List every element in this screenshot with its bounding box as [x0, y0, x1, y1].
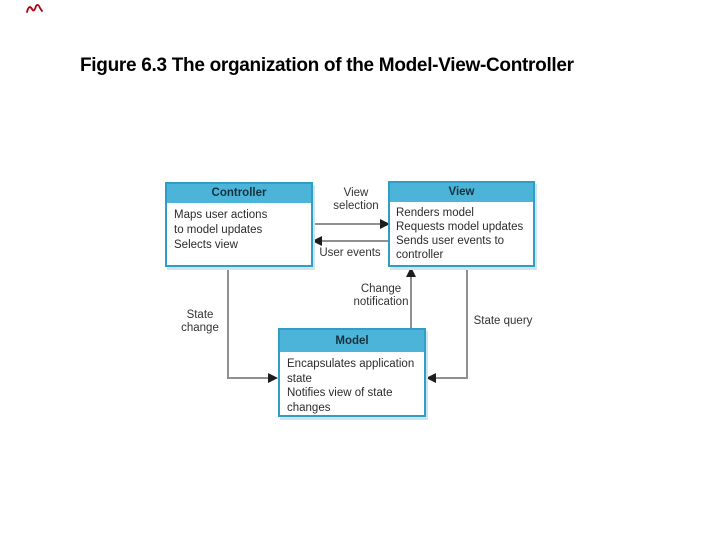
node-model-body: Encapsulates application state Notifies …: [280, 354, 424, 415]
body-line: state: [287, 372, 312, 385]
body-line: Encapsulates application: [287, 358, 415, 370]
body-line: changes: [287, 401, 331, 414]
edge-view-selection-arrow: [313, 219, 390, 229]
corner-scribble-mark: [26, 4, 43, 13]
edge-label-state-change: State change: [181, 309, 219, 334]
node-view-body: Renders model Requests model updates Sen…: [390, 204, 533, 262]
body-line: to model updates: [174, 224, 263, 236]
node-model: Model Encapsulates application state Not…: [278, 328, 426, 417]
body-line: Maps user actions: [174, 209, 268, 221]
edge-label-change-notification: Change notification: [353, 283, 409, 308]
edge-label-state-query: State query: [473, 315, 533, 327]
body-line: Notifies view of state: [287, 387, 393, 399]
edge-state-change-arrow: [227, 267, 278, 383]
figure-title: Figure 6.3 The organization of the Model…: [80, 55, 574, 76]
node-model-title: Model: [280, 330, 424, 354]
node-controller-body: Maps user actions to model updates Selec…: [167, 205, 311, 253]
body-line: Renders model: [396, 207, 474, 219]
edge-user-events-arrow: [312, 236, 390, 246]
node-view: View Renders model Requests model update…: [388, 181, 535, 267]
edge-label-view-selection: View selection: [333, 187, 379, 212]
node-view-title: View: [390, 183, 533, 204]
node-controller-title: Controller: [167, 184, 311, 205]
body-line: Requests model updates: [396, 221, 524, 233]
edge-label-user-events: User events: [319, 247, 381, 259]
body-line: controller: [396, 249, 444, 261]
body-line: Sends user events to: [396, 235, 505, 247]
body-line: Selects view: [174, 239, 238, 251]
node-controller: Controller Maps user actions to model up…: [165, 182, 313, 267]
edge-state-query-arrow: [426, 268, 468, 383]
